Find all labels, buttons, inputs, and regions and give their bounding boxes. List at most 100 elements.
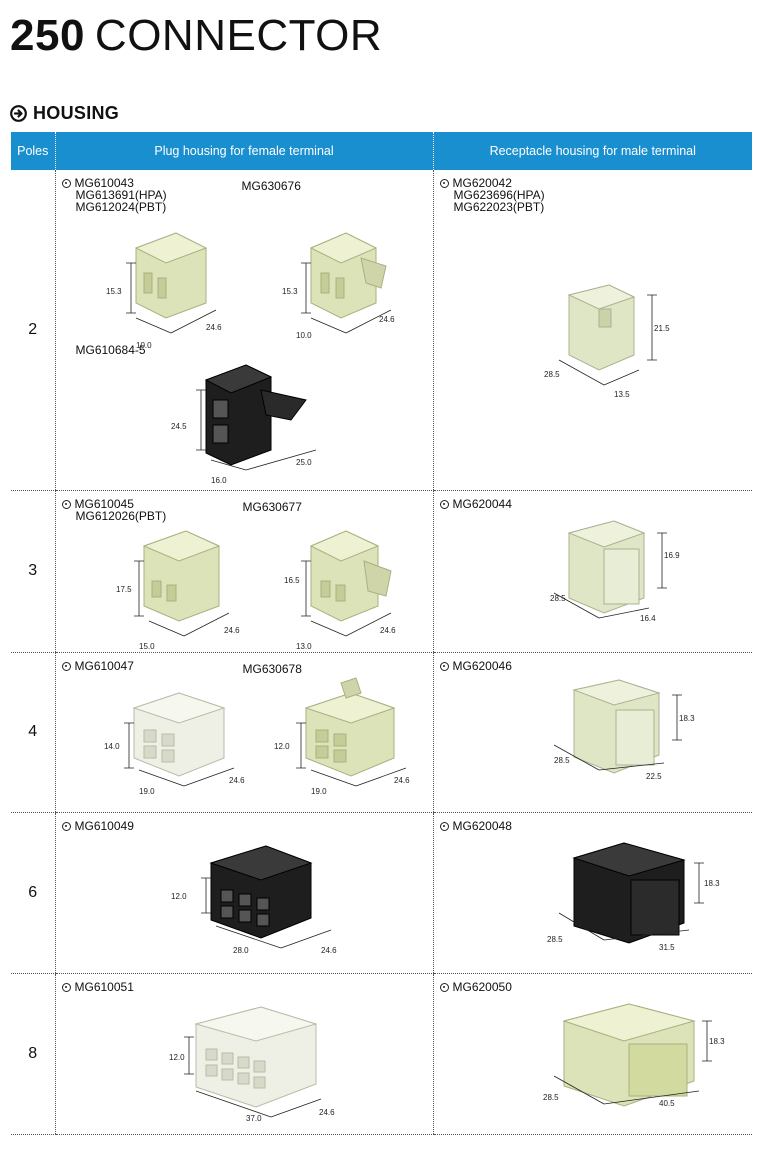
housing-image: 16.9 28.5 16.4: [534, 513, 694, 633]
header-receptacle-housing: Receptacle housing for male terminal: [432, 132, 752, 170]
part-group: MG620048: [439, 818, 512, 833]
housing-image: 12.0 24.6 19.0: [266, 676, 426, 796]
dim-height: 24.5: [171, 422, 187, 431]
bullet-icon: [439, 179, 449, 188]
part-group: MG610051: [61, 979, 134, 994]
housing-image: 18.3 28.5 31.5: [539, 838, 720, 958]
dim-width: 37.0: [246, 1114, 262, 1123]
housing-image: 15.3 24.6 10.0: [266, 218, 416, 340]
part-number: MG620048: [452, 818, 512, 833]
part-number: MG610684-5: [75, 343, 146, 357]
title-number: 250: [10, 11, 85, 60]
section-heading: HOUSING: [10, 101, 119, 125]
part-number: MG610051: [74, 979, 134, 994]
table-header-row: Poles Plug housing for female terminal R…: [11, 132, 752, 170]
part-number: MG630677: [242, 499, 302, 514]
part-number: MG612024(PBT): [75, 200, 167, 214]
dim-width: 13.5: [614, 390, 630, 399]
housing-illustration: [134, 232, 207, 319]
dim-width: 19.0: [311, 787, 327, 796]
dim-depth: 28.5: [544, 370, 560, 379]
dim-depth: 28.5: [543, 1093, 559, 1102]
dim-width: 13.0: [296, 642, 312, 651]
part-number: MG620044: [452, 496, 512, 511]
dim-depth: 24.6: [321, 946, 337, 955]
part-number: MG623696(HPA): [453, 188, 545, 202]
bullet-icon: [439, 499, 449, 509]
table-row: 4 MG610047 MG630678: [11, 652, 752, 813]
housing-image: 21.5 28.5 13.5: [534, 275, 684, 399]
poles-cell: 4: [11, 652, 55, 813]
dim-depth: 24.6: [224, 626, 240, 635]
part-group: MG610045 MG612026(PBT): [61, 496, 167, 523]
dim-width: 10.0: [296, 331, 312, 340]
dim-depth: 28.5: [554, 756, 570, 765]
dim-depth: 24.6: [319, 1108, 335, 1117]
poles-cell: 2: [11, 170, 55, 491]
part-number: MG610047: [74, 658, 134, 673]
dim-height: 12.0: [171, 892, 187, 901]
part-group: MG620050: [439, 979, 512, 994]
dim-width: 40.5: [659, 1099, 675, 1108]
dim-depth: 24.6: [229, 776, 245, 785]
poles-cell: 6: [11, 812, 55, 974]
dim-width: 31.5: [659, 943, 675, 952]
dim-height: 15.3: [106, 287, 122, 296]
receptacle-cell: MG620042 MG623696(HPA) MG622023(PBT): [432, 170, 752, 491]
housing-image: 18.3 28.5 22.5: [534, 675, 704, 795]
dim-width: 15.0: [139, 642, 155, 651]
dim-depth: 24.6: [379, 315, 395, 324]
dim-height: 16.5: [284, 576, 300, 585]
dim-width: 22.5: [646, 772, 662, 781]
housing-table: Poles Plug housing for female terminal R…: [11, 132, 752, 1135]
poles-cell: 8: [11, 973, 55, 1135]
dim-depth: 28.5: [547, 935, 563, 944]
table-row: 6 MG610049: [11, 812, 752, 974]
dim-depth: 25.0: [296, 458, 312, 467]
bullet-icon: [61, 982, 71, 992]
dim-depth: 24.6: [380, 626, 396, 635]
section-label: HOUSING: [33, 102, 120, 123]
dim-height: 18.3: [709, 1037, 725, 1046]
dim-width: 10.0: [136, 341, 152, 350]
part-number: MG610049: [74, 818, 134, 833]
poles-cell: 3: [11, 490, 55, 653]
part-number: MG620046: [452, 658, 512, 673]
plug-cell: MG610051: [54, 973, 433, 1135]
part-group: MG620042 MG623696(HPA) MG622023(PBT): [439, 177, 545, 214]
part-group: MG610047: [61, 658, 134, 673]
dim-height: 17.5: [116, 585, 132, 594]
part-number: MG610043: [74, 176, 134, 190]
part-number: MG630678: [242, 661, 302, 676]
bullet-icon: [439, 821, 449, 831]
plug-cell: MG610043 MG613691(HPA) MG612024(PBT) MG6…: [54, 170, 433, 491]
table-row: 8 MG610051: [11, 973, 752, 1135]
table-row: 3 MG610045 MG612026(PBT) MG630677: [11, 490, 752, 653]
header-plug-housing: Plug housing for female terminal: [54, 132, 433, 170]
part-number: MG630676: [241, 179, 301, 193]
part-number: MG613691(HPA): [75, 188, 167, 202]
part-number: MG610045: [74, 496, 134, 511]
part-number: MG622023(PBT): [453, 200, 545, 214]
bullet-icon: [61, 821, 71, 831]
dim-height: 18.3: [704, 879, 720, 888]
part-group: MG610043 MG613691(HPA) MG612024(PBT): [61, 176, 167, 214]
part-number: MG612026(PBT): [75, 508, 167, 523]
receptacle-cell: MG620044 16.9: [432, 490, 752, 653]
table-row: 2 MG610043 MG613691(HPA) MG612024(PBT) M…: [11, 170, 752, 491]
dim-height: 12.0: [274, 742, 290, 751]
dim-depth: 24.6: [206, 323, 222, 332]
header-poles: Poles: [11, 132, 55, 170]
part-number: MG620050: [452, 979, 512, 994]
arrow-circle-icon: [10, 104, 27, 122]
plug-cell: MG610047 MG630678: [54, 652, 433, 813]
dim-depth: 24.6: [394, 776, 410, 785]
bullet-icon: [61, 499, 71, 509]
housing-image: 18.3 28.5 40.5: [529, 996, 729, 1121]
housing-image: 14.0 24.6 19.0: [94, 678, 245, 796]
dim-height: 15.3: [282, 287, 298, 296]
receptacle-cell: MG620046 18.3: [432, 652, 752, 813]
housing-image: 15.3 24.6 10.0: [86, 218, 236, 350]
dim-depth: 28.5: [550, 594, 566, 603]
